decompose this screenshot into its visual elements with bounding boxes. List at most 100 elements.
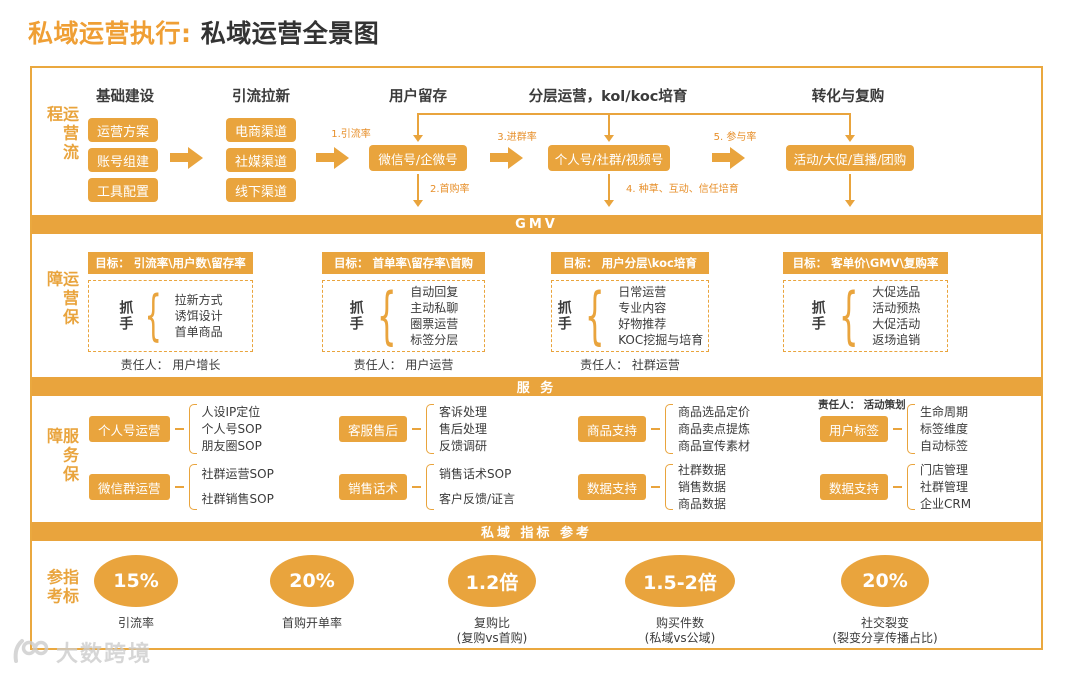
- flow-header-conversion: 转化与复购: [811, 89, 885, 105]
- flow-connector-line: [418, 113, 850, 115]
- service-box: 微信群运营: [89, 474, 170, 500]
- flow-box-social-media: 社媒渠道: [226, 148, 296, 172]
- assurance-column: 目标： 首单率\留存率\首购 抓手 { 自动回复 主动私聊 圈票运营 标签分层 …: [322, 234, 485, 377]
- brace-icon: {: [584, 279, 605, 353]
- service-item: 客户反馈/证言: [439, 492, 516, 506]
- connector-dash-icon: [174, 486, 184, 488]
- service-item: 个人号SOP: [201, 421, 262, 436]
- service-box: 个人号运营: [89, 416, 170, 442]
- brace-icon: {: [376, 279, 397, 353]
- page-title-prefix: 私域运营执行:: [28, 19, 192, 48]
- connector-dash-icon: [893, 428, 903, 430]
- flow-down-arrow-icon: [608, 174, 610, 200]
- flow-box-account: 账号组建: [88, 148, 158, 172]
- service-list: 销售话术SOP 客户反馈/证言: [439, 462, 515, 512]
- flow-header-foundation: 基础建设: [96, 89, 154, 105]
- grip-item: 自动回复: [410, 285, 459, 299]
- grip-label: 抓手: [117, 300, 134, 332]
- service-box: 商品支持: [578, 416, 647, 442]
- flow-box-campaign: 活动/大促/直播/团购: [786, 145, 914, 171]
- service-item: 商品选品定价: [678, 404, 751, 419]
- metric-value: 1.2倍: [465, 571, 519, 594]
- metric-caption: 复购比 (复购vs首购): [457, 616, 528, 646]
- owner-label: 责任人： 用户增长: [120, 358, 221, 372]
- watermark: 大数跨境: [10, 636, 152, 668]
- connector-dash-icon: [893, 486, 903, 488]
- service-item: 商品宣传素材: [678, 438, 751, 453]
- service-item: 社群销售SOP: [201, 492, 274, 506]
- service-item: 客诉处理: [439, 404, 488, 419]
- flow-right-arrow-icon: [316, 153, 334, 162]
- metric-sublabel: (裂变分享传播占比): [832, 631, 938, 645]
- metric-caption: 引流率: [118, 616, 154, 631]
- service-box: 数据支持: [820, 474, 889, 500]
- metric-value: 20%: [862, 570, 908, 592]
- grip-item: 主动私聊: [410, 301, 459, 315]
- service-cell: 用户标签 生命周期 标签维度 自动标签: [820, 402, 968, 456]
- flow-down-arrow-icon: [608, 113, 610, 135]
- connector-dash-icon: [174, 428, 184, 430]
- grip-label: 抓手: [347, 300, 364, 332]
- gmv-bar: GMV: [32, 215, 1041, 234]
- grip-item: 诱饵设计: [174, 309, 223, 323]
- flow-header-tiering: 分层运营，kol/koc培育: [528, 89, 688, 105]
- flow-box-tools: 工具配置: [88, 178, 158, 202]
- metric-sublabel: (复购vs首购): [456, 631, 528, 645]
- metric-group: 20% 社交裂变 (裂变分享传播占比): [805, 555, 965, 646]
- brace-icon: {: [838, 279, 859, 353]
- grip-box: 抓手 { 大促选品 活动预热 大促活动 返场追销: [783, 280, 948, 352]
- metric-group: 15% 引流率: [56, 555, 216, 631]
- flow-down-arrow-icon: [849, 174, 851, 200]
- grip-box: 抓手 { 日常运营 专业内容 好物推荐 KOC挖掘与培育: [551, 280, 709, 352]
- grip-item: 活动预热: [872, 301, 921, 315]
- service-list: 社群数据 销售数据 商品数据: [678, 462, 726, 513]
- service-item: 人设IP定位: [201, 404, 261, 419]
- service-box: 数据支持: [578, 474, 647, 500]
- goal-badge: 目标： 首单率\留存率\首购: [322, 252, 485, 274]
- service-list: 商品选品定价 商品卖点提炼 商品宣传素材: [678, 404, 750, 455]
- service-cell: 数据支持 社群数据 销售数据 商品数据: [578, 462, 726, 512]
- grip-item: 好物推荐: [618, 317, 667, 331]
- section-service-assurance: 服务保障 责任人： 活动策划 个人号运营 人设IP定位 个人号SOP 朋友圈SO…: [32, 396, 1041, 522]
- flow-box-offline: 线下渠道: [226, 178, 296, 202]
- service-box: 客服售后: [339, 416, 408, 442]
- bracket-icon: [907, 404, 916, 454]
- grip-item: KOC挖掘与培育: [618, 333, 704, 347]
- metric-value: 15%: [113, 570, 159, 592]
- service-cell: 微信群运营 社群运营SOP 社群销售SOP: [89, 462, 274, 512]
- service-item: 社群管理: [920, 479, 969, 494]
- owner-note: 责任人： 活动策划: [818, 399, 906, 411]
- service-item: 自动标签: [920, 438, 969, 453]
- flow-down-arrow-icon: [417, 174, 419, 200]
- goal-badge: 目标： 用户分层\koc培育: [551, 252, 709, 274]
- service-box: 销售话术: [339, 474, 408, 500]
- assurance-column: 目标： 用户分层\koc培育 抓手 { 日常运营 专业内容 好物推荐 KOC挖掘…: [551, 234, 709, 377]
- metric-label: 引流率: [117, 616, 154, 630]
- goal-badge: 目标： 客单价\GMV\复购率: [783, 252, 948, 274]
- connector-dash-icon: [412, 428, 422, 430]
- bracket-icon: [426, 404, 435, 454]
- flow-box-plan: 运营方案: [88, 118, 158, 142]
- metrics-bar: 私域 指标 参考: [32, 522, 1041, 541]
- service-item: 社群运营SOP: [201, 467, 274, 481]
- service-item: 反馈调研: [439, 438, 488, 453]
- service-assurance-side-label: 服务保障: [44, 427, 79, 485]
- metric-group: 20% 首购开单率: [232, 555, 392, 631]
- grip-label: 抓手: [555, 300, 572, 332]
- section-operation-flow: 运营流程 基础建设 引流拉新 用户留存 分层运营，kol/koc培育 转化与复购…: [32, 68, 1041, 215]
- service-list: 社群运营SOP 社群销售SOP: [202, 462, 274, 512]
- metric-ellipse: 1.5-2倍: [625, 555, 735, 607]
- operation-assurance-side-label: 运营保障: [44, 269, 79, 327]
- grip-items: 自动回复 主动私聊 圈票运营 标签分层: [410, 284, 458, 348]
- service-bar: 服 务: [32, 377, 1041, 396]
- connector-dash-icon: [651, 428, 661, 430]
- metric-value: 1.5-2倍: [643, 571, 717, 594]
- connector-dash-icon: [651, 486, 661, 488]
- metric-ellipse: 15%: [94, 555, 178, 607]
- bracket-icon: [665, 404, 674, 454]
- grip-item: 专业内容: [618, 301, 667, 315]
- grip-items: 大促选品 活动预热 大促活动 返场追销: [872, 284, 920, 348]
- bracket-icon: [907, 464, 916, 510]
- flow-arrow-label-first-purchase-rate: 2.首购率: [430, 184, 470, 195]
